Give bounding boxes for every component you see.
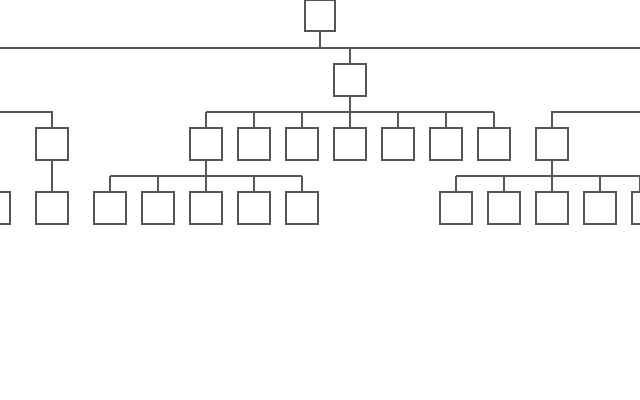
org-node-grandchild-b1[interactable] [439,191,473,225]
org-node-leaf-left-1[interactable] [35,191,69,225]
org-node-center-child-1[interactable] [189,127,223,161]
nodes [0,0,640,225]
org-node-center-child-7[interactable] [477,127,511,161]
org-node-grandchild-a2[interactable] [141,191,175,225]
org-node-center-child-5[interactable] [381,127,415,161]
org-node-grandchild-a4[interactable] [237,191,271,225]
org-node-grandchild-a3[interactable] [189,191,223,225]
right-bus-line [551,111,640,128]
org-node-grandchild-b5-partial[interactable] [631,191,640,225]
org-node-branch-center[interactable] [333,63,367,97]
org-node-center-child-8[interactable] [535,127,569,161]
org-node-center-child-6[interactable] [429,127,463,161]
connector-lines [0,31,640,192]
org-node-root[interactable] [304,0,336,32]
org-node-grandchild-b2[interactable] [487,191,521,225]
org-node-center-child-3[interactable] [285,127,319,161]
org-node-leaf-left-partial[interactable] [0,191,11,225]
org-node-grandchild-b3[interactable] [535,191,569,225]
org-node-center-child-4[interactable] [333,127,367,161]
org-node-grandchild-b4[interactable] [583,191,617,225]
org-node-grandchild-a5[interactable] [285,191,319,225]
org-node-center-child-2[interactable] [237,127,271,161]
left-bus-line [0,111,53,128]
org-node-leaf-left-1-parent[interactable] [35,127,69,161]
org-node-grandchild-a1[interactable] [93,191,127,225]
